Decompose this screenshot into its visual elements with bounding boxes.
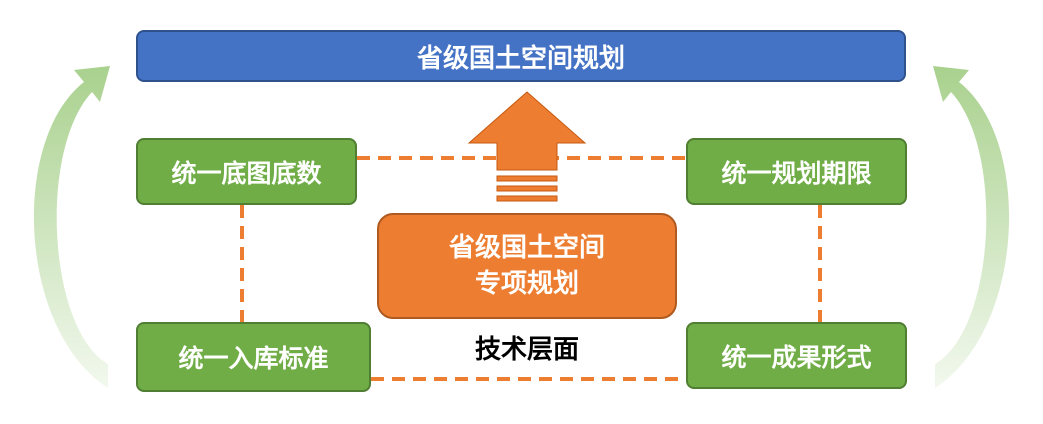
box-bottom-right: 统一成果形式 — [686, 322, 907, 389]
top-title-text: 省级国土空间规划 — [416, 43, 625, 74]
up-arrow-icon — [467, 91, 587, 202]
center-line-1: 省级国土空间 — [448, 233, 605, 263]
box-top-left: 统一底图底数 — [136, 138, 357, 205]
box-top-left-text: 统一底图底数 — [171, 158, 322, 188]
box-top-right-text: 统一规划期限 — [721, 158, 872, 188]
box-bottom-left: 统一入库标准 — [136, 322, 371, 392]
box-top-right: 统一规划期限 — [686, 138, 907, 205]
box-bottom-left-text: 统一入库标准 — [178, 344, 329, 373]
center-line-2: 专项规划 — [474, 269, 579, 299]
center-box: 省级国土空间 专项规划 — [377, 213, 677, 319]
caption-text: 技术层面 — [474, 335, 579, 365]
box-bottom-right-text: 统一成果形式 — [721, 342, 872, 372]
right-curved-arrow — [933, 66, 1010, 388]
top-title-box: 省级国土空间规划 — [136, 30, 906, 82]
left-curved-arrow — [33, 66, 110, 388]
